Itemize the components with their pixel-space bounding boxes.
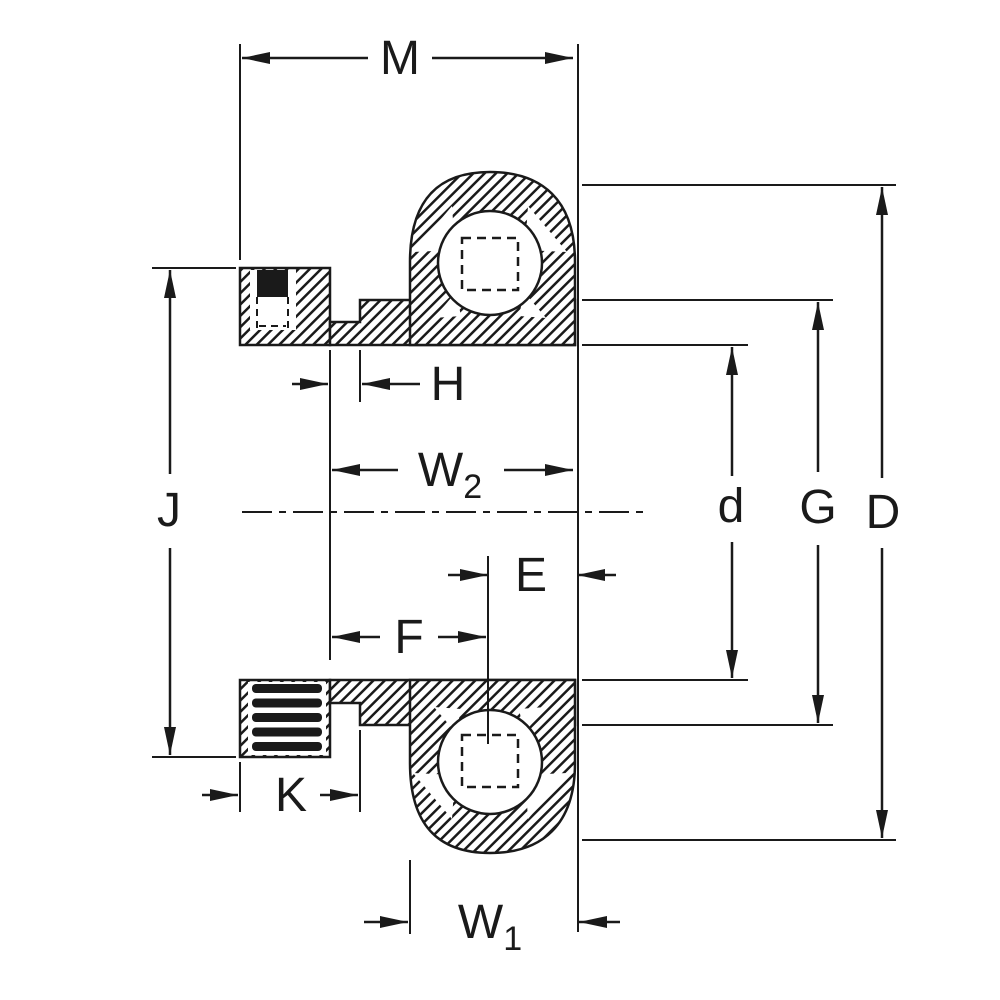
dim-label-F: F: [394, 611, 423, 664]
dimension-F: F: [332, 611, 486, 664]
dimension-M: M: [239, 32, 573, 260]
set-screw-head: [257, 270, 288, 297]
dim-label-D: D: [866, 486, 901, 539]
dimension-G: G: [582, 299, 837, 726]
dim-label-W2-sub: 2: [463, 468, 482, 506]
dim-label-M: M: [380, 32, 420, 85]
dimension-D: D: [582, 184, 901, 841]
dimension-W1: W1: [364, 860, 620, 958]
set-screw: [250, 270, 296, 330]
knurl-ridge: [252, 698, 322, 708]
dimension-H: H: [292, 358, 465, 411]
dimension-K: K: [202, 730, 361, 822]
bearing-part: [238, 170, 577, 855]
dim-label-W1-base: W: [458, 896, 504, 949]
dim-label-W2: W2: [418, 444, 482, 506]
knurl-ridge: [252, 727, 322, 737]
dimension-d: d: [582, 344, 748, 681]
dim-label-H: H: [431, 358, 466, 411]
dim-label-E: E: [515, 549, 547, 602]
dim-label-G: G: [799, 481, 836, 534]
dim-label-K: K: [275, 769, 307, 822]
dim-label-W1: W1: [458, 896, 522, 958]
dimension-J: J: [152, 267, 236, 758]
dimension-W2: W2: [332, 444, 573, 506]
ball-bottom-hidden-detail: [460, 733, 520, 789]
dim-label-d: d: [718, 480, 745, 533]
reference-lines: [242, 44, 650, 932]
knurled-collar: [248, 682, 326, 755]
knurl-ridge: [252, 684, 322, 693]
dim-label-W2-base: W: [418, 444, 464, 497]
knurl-ridge: [252, 742, 322, 751]
dim-label-J: J: [157, 484, 181, 537]
knurl-ridge: [252, 713, 322, 722]
dim-label-W1-sub: 1: [503, 920, 522, 958]
dimension-E: E: [448, 549, 616, 602]
ball-top-hidden-detail: [460, 236, 520, 292]
